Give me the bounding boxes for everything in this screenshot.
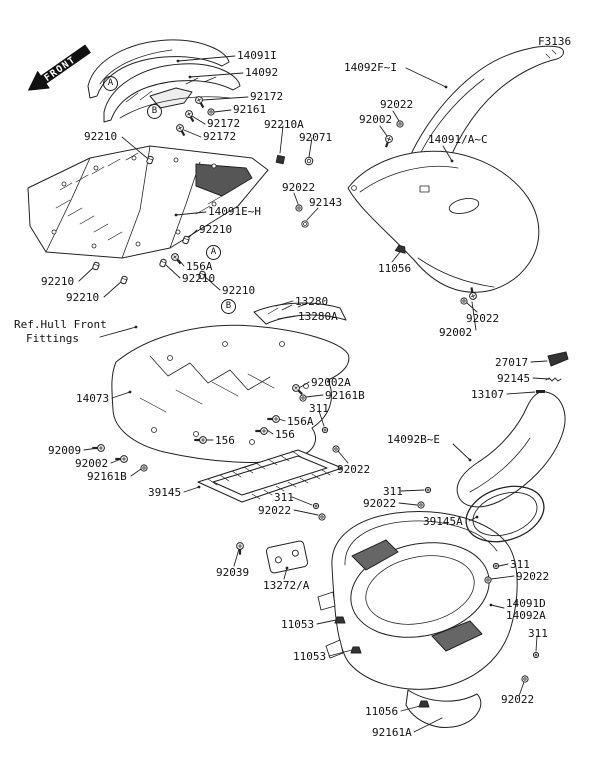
screw-icon — [91, 444, 105, 452]
part-storage-bin — [317, 511, 518, 728]
leader-dots — [128, 59, 493, 607]
front-arrow: FRONT — [28, 44, 91, 91]
fasteners — [91, 94, 540, 708]
part-hull-middle — [111, 302, 350, 463]
washer-icon — [207, 108, 215, 116]
washer-icon — [417, 501, 425, 509]
part-windshield-lower — [103, 63, 241, 123]
well-nut-icon — [119, 275, 129, 285]
screw-icon — [114, 455, 128, 463]
nut-icon — [532, 651, 540, 659]
screw-icon — [183, 108, 197, 124]
well-nut-icon — [91, 261, 101, 271]
part-middle-cover — [27, 145, 269, 259]
washer-icon — [396, 120, 404, 128]
screw-icon — [193, 94, 207, 110]
washer-icon — [299, 394, 307, 402]
bumper-icon — [418, 700, 430, 708]
washer-icon — [460, 297, 468, 305]
well-nut-icon — [158, 258, 168, 268]
grommet-icon — [304, 156, 314, 166]
part-side-cover — [347, 150, 540, 293]
bushing-icon — [301, 220, 309, 228]
screw-icon — [382, 134, 394, 149]
bumper-icon — [334, 616, 346, 624]
front-arrow-label: FRONT — [42, 54, 78, 84]
screw-icon — [169, 251, 184, 267]
nut-icon — [492, 562, 500, 570]
washer-icon — [484, 576, 492, 584]
damper-icon — [275, 154, 286, 165]
well-nut-icon — [197, 270, 207, 280]
bumper-icon — [350, 646, 362, 654]
leader-lines — [78, 55, 550, 733]
nut-icon — [312, 502, 320, 510]
part-latch-small — [536, 351, 569, 393]
part-seal-frame — [197, 449, 343, 503]
nut-icon — [321, 426, 329, 434]
washer-icon — [521, 675, 529, 683]
part-duct — [456, 391, 566, 508]
part-windshield-upper — [87, 39, 230, 99]
washer-icon — [318, 513, 326, 521]
washer-icon — [295, 204, 303, 212]
part-bracket — [265, 540, 309, 574]
part-seal-ring — [465, 485, 545, 543]
washer-icon — [140, 464, 148, 472]
spring-icon — [545, 377, 562, 382]
pin-icon — [536, 390, 545, 393]
washer-icon — [332, 445, 340, 453]
nut-icon — [424, 486, 432, 494]
